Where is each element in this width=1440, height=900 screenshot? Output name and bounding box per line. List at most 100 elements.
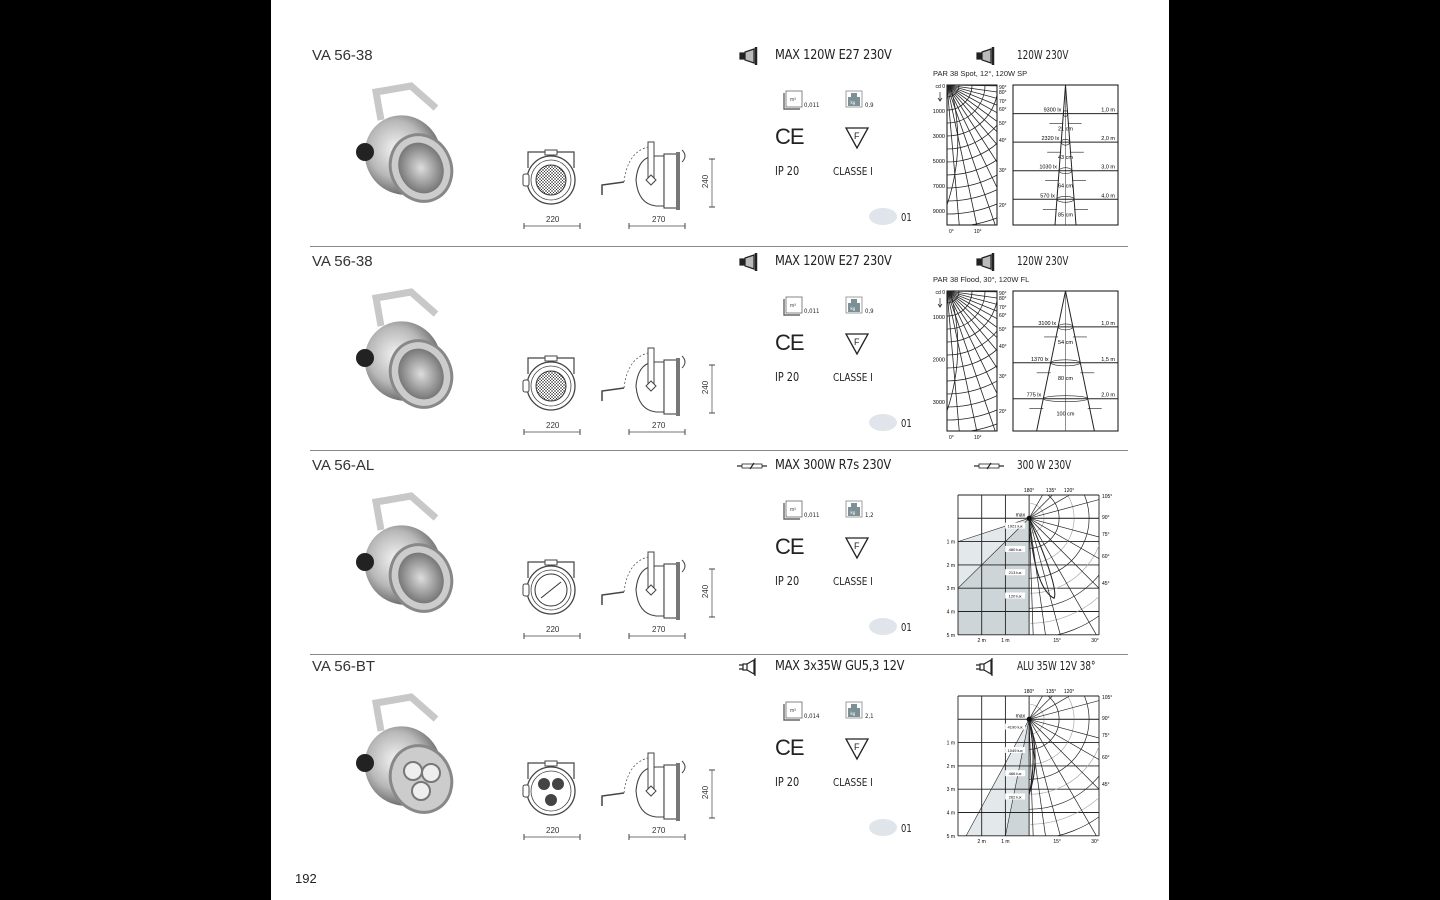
lamp-base [739,258,746,266]
polar-ray [1029,718,1099,739]
distance-tick: 1 m [947,741,955,747]
ce-mark: CE [775,124,805,149]
polar-ray [947,85,997,163]
bottom-tick: 30° [1091,839,1099,845]
distance-label: 1,0 m [1101,321,1115,327]
bottom-tick: 0° [949,229,954,235]
right-angle-tick: 60° [1102,755,1110,761]
weight-icon: kg [845,701,863,719]
polar-ray [1029,518,1046,635]
pivot-knob [645,584,657,596]
intensity-curve [1029,719,1036,795]
cd-tick: 7000 [933,184,945,190]
diagram-lamp-spec: 120W 230V [1017,254,1069,268]
f-mark-icon: F [844,537,870,560]
housing [526,766,576,816]
right-angle-tick: 75° [1102,532,1110,538]
lamp-type-icon [739,658,756,676]
lux-label-bg [1005,723,1026,730]
polar-ray [947,291,997,395]
f-mark-label: F [854,337,860,347]
weight-value: 0,9 [865,308,874,315]
housing-front [663,563,679,619]
lux-label-bg [1005,522,1026,529]
pivot-knob [645,785,657,797]
right-angle-tick: 105° [1102,494,1112,500]
angle-tick: 30° [999,168,1007,174]
side-view-drawing [601,551,686,620]
power-cable [601,181,625,195]
right-angle-tick: 60° [1102,554,1110,560]
section-divider [310,654,1128,655]
polar-ray [947,85,997,146]
height-dimension: 240 [701,785,711,800]
mounting-bracket [371,288,439,327]
beam-ellipse [1060,138,1071,146]
page-number: 192 [295,871,317,886]
polar-ray [947,291,997,339]
angle-tick: 90° [999,291,1007,297]
polar-ray [1029,696,1071,720]
angle-tick: 90° [999,85,1007,91]
dichroic-lamp [538,778,550,790]
power-cable [601,387,625,401]
finish-swatch [869,819,897,836]
front-rim [676,763,680,821]
top-angle-tick: 120° [1064,689,1074,695]
polar-ray [947,291,996,431]
front-rim [676,358,680,416]
cd-tick: 3000 [933,400,945,406]
polar-ray [1029,719,1046,836]
par-lamp-icon [976,47,995,65]
weight-unit: kg [851,711,856,716]
beam-ellipse [1058,167,1073,175]
illuminance-label: 570 lx [1040,193,1055,199]
weight-icon: kg [845,296,863,314]
beam-ellipse [1042,395,1089,402]
ce-mark: CE [775,735,805,760]
power-cable [601,792,625,806]
volume-unit: m³ [790,507,796,513]
cd-tick: 3000 [933,134,945,140]
front-ring [388,744,454,814]
packing-volume: 0,011 [804,102,820,109]
cd-tick: 1000 [933,109,945,115]
down-arrow-icon [937,92,943,103]
candela-curve [947,291,959,412]
cd-tick: 5000 [933,159,945,165]
linear-halogen-icon [737,462,767,470]
weight-unit: kg [851,510,856,515]
distance-label: 2,0 m [1101,136,1115,142]
front-view-drawing [522,760,576,816]
lamp-reflector [981,254,992,270]
polar-arc [947,349,997,369]
polar-ray [1029,719,1099,790]
right-angle-tick: 75° [1102,733,1110,739]
product-photo [356,288,454,409]
ring [530,159,572,201]
max-lamp-spec: MAX 120W E27 230V [775,48,892,63]
ring [530,770,572,812]
polar-ray [947,85,997,87]
lux-label-bg [1005,592,1026,599]
housing-front [663,359,679,415]
height-dimension: 240 [701,380,711,395]
lamp-base [976,258,983,266]
top-angle-tick: 180° [1024,689,1034,695]
diagram-lamp-spec: 120W 230V [1017,48,1069,62]
lux-label: 466 lux [1009,771,1022,776]
volume-unit: m³ [790,97,796,103]
front-view-drawing [522,149,576,205]
insulation-class: CLASSE I [833,165,873,178]
housing-front [663,764,679,820]
finish-swatch [869,618,897,635]
angle-tick: 70° [999,99,1007,105]
height-dimension: 240 [701,174,711,189]
polar-ray [1029,517,1099,538]
dichroic-lamp-icon [976,658,993,676]
front-view-drawing [522,559,576,615]
cd-axis-label: cd 0 [936,84,946,90]
side-view-drawing [601,347,686,416]
finish-swatch [869,208,897,225]
illuminance-label: 9300 lx [1044,108,1062,114]
